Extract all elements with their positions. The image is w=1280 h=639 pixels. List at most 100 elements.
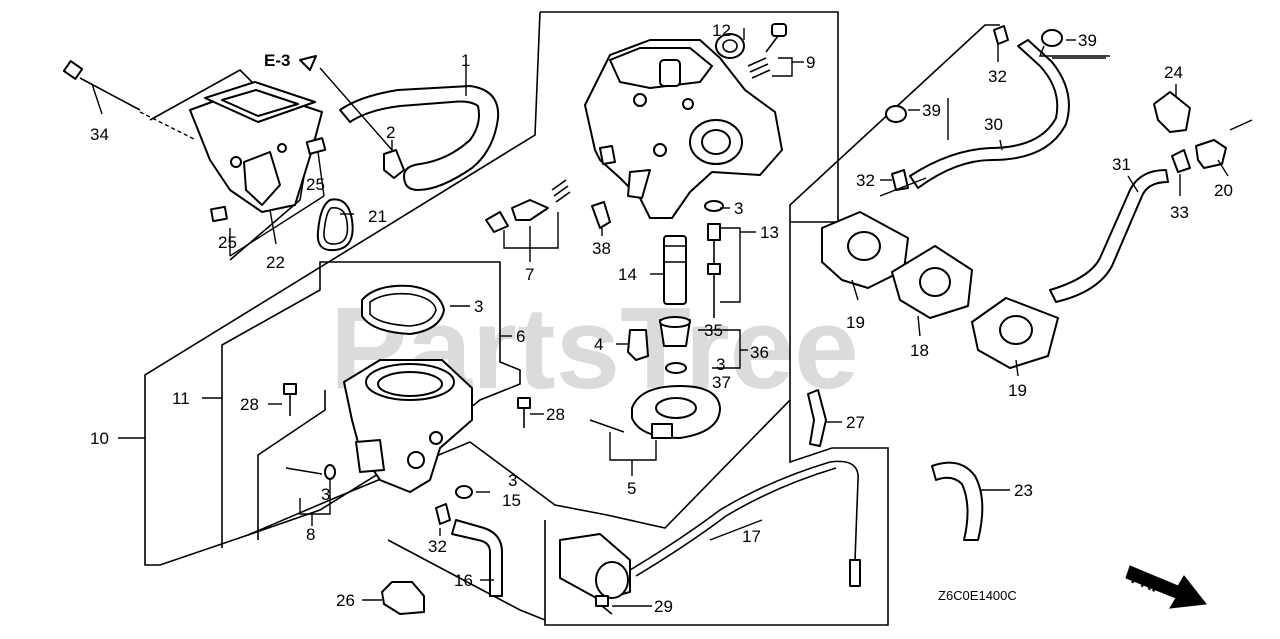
tube-30-drawing xyxy=(909,39,1070,189)
callout-24: 24 xyxy=(1164,63,1183,82)
callout-36: 36 xyxy=(750,343,769,362)
carburetor-group-outline xyxy=(144,11,839,566)
reference-label: E-3 xyxy=(264,51,290,70)
screw-9-drawing xyxy=(747,23,787,79)
oring-37-drawing xyxy=(665,362,687,374)
callout-12: 12 xyxy=(712,21,731,40)
solenoid-17-drawing xyxy=(559,460,861,601)
connector-group-outline xyxy=(387,539,546,621)
callout-39-top: 39 xyxy=(1078,31,1097,50)
callout-3-washer: 3 xyxy=(508,471,517,490)
fuel-cut-group-outline xyxy=(544,400,889,626)
chamber-subgroup-outline xyxy=(257,390,326,540)
callout-1: 1 xyxy=(461,51,470,70)
callout-32-mid: 32 xyxy=(856,171,875,190)
callout-21: 21 xyxy=(368,207,387,226)
callout-7: 7 xyxy=(525,265,534,284)
callout-10: 10 xyxy=(90,429,109,448)
callout-32-top: 32 xyxy=(988,67,1007,86)
clip-32-mid-drawing xyxy=(891,169,909,191)
nut-25-lower xyxy=(210,205,228,223)
joint-20-drawing xyxy=(1195,139,1227,169)
callout-28-left: 28 xyxy=(240,395,259,414)
callout-28-right: 28 xyxy=(546,405,565,424)
drain-tube-16-drawing xyxy=(451,519,503,597)
callout-3-drain: 3 xyxy=(321,485,330,504)
needle-valve-4-drawing xyxy=(627,329,649,361)
clip-32-lower-drawing xyxy=(435,503,451,525)
callout-18: 18 xyxy=(910,341,929,360)
callout-30: 30 xyxy=(984,115,1003,134)
callout-34: 34 xyxy=(90,125,109,144)
clip-2-drawing xyxy=(383,149,405,179)
nut-25-upper xyxy=(305,137,327,155)
callout-37: 37 xyxy=(712,373,731,392)
breather-tube-1-drawing xyxy=(339,85,500,191)
clip-32-top-drawing xyxy=(993,25,1009,45)
callout-6: 6 xyxy=(516,327,525,346)
callout-38: 38 xyxy=(592,239,611,258)
bolt-34-drawing xyxy=(62,60,197,141)
callout-4: 4 xyxy=(594,335,603,354)
tube-14-drawing xyxy=(663,235,687,305)
clamp-26-drawing xyxy=(381,581,425,615)
tube-31-drawing xyxy=(1049,169,1169,303)
callout-29: 29 xyxy=(654,597,673,616)
callout-25-lower: 25 xyxy=(218,233,237,252)
callout-15: 15 xyxy=(502,491,521,510)
callout-20: 20 xyxy=(1214,181,1233,200)
callout-3-gasket: 3 xyxy=(474,297,483,316)
callout-19-lower: 19 xyxy=(1008,381,1027,400)
screw-set-7-drawing xyxy=(485,179,571,233)
diagram-code: Z6C0E1400C xyxy=(938,588,1017,603)
screw-28-right-drawing xyxy=(517,397,531,428)
callout-13: 13 xyxy=(760,223,779,242)
float-5-drawing xyxy=(589,385,721,439)
clamp-39-mid-drawing xyxy=(885,105,907,123)
callout-25-upper: 25 xyxy=(306,175,325,194)
callout-16: 16 xyxy=(454,571,473,590)
washer-15-drawing xyxy=(455,485,473,499)
screw-29-drawing xyxy=(595,595,613,615)
leader-lines xyxy=(91,28,1253,607)
screw-28-left-drawing xyxy=(283,383,297,416)
callout-32-lower: 32 xyxy=(428,537,447,556)
part-38-drawing xyxy=(591,201,611,229)
callout-3-ring: 3 xyxy=(716,355,725,374)
insulator-18-drawing xyxy=(891,245,973,319)
callout-22: 22 xyxy=(266,253,285,272)
washer-12-drawing xyxy=(715,33,745,59)
tube-23-drawing xyxy=(931,461,984,541)
clamp-24-drawing xyxy=(1153,91,1191,133)
jet-13-drawing xyxy=(707,223,721,318)
clip-27-drawing xyxy=(807,389,827,447)
callout-19-upper: 19 xyxy=(846,313,865,332)
elbow-22-drawing xyxy=(189,81,323,213)
callout-5: 5 xyxy=(627,479,636,498)
callout-35: 35 xyxy=(704,321,723,340)
float-valve-35-drawing xyxy=(659,316,691,347)
callout-3-carb: 3 xyxy=(734,199,743,218)
insulator-19-upper-drawing xyxy=(821,211,909,289)
callout-31: 31 xyxy=(1112,155,1131,174)
drain-screw-8-drawing xyxy=(285,464,336,480)
clip-33-drawing xyxy=(1171,149,1191,173)
reference-arrow-icon xyxy=(299,55,317,71)
washer-3-a-drawing xyxy=(704,200,724,212)
callout-33: 33 xyxy=(1170,203,1189,222)
insulator-group-outline xyxy=(789,24,1000,222)
front-direction-arrow-icon xyxy=(1125,565,1207,609)
callout-11: 11 xyxy=(172,389,190,408)
clamp-39-top-drawing xyxy=(1041,29,1063,47)
callout-14: 14 xyxy=(618,265,637,284)
callout-26: 26 xyxy=(336,591,355,610)
callout-9: 9 xyxy=(806,53,815,72)
callout-23: 23 xyxy=(1014,481,1033,500)
callout-labels: 1 2 3 3 3 3 3 4 5 6 7 8 9 10 11 12 13 14… xyxy=(90,21,1233,616)
insulator-19-lower-drawing xyxy=(971,297,1059,369)
front-label: FR. xyxy=(1129,568,1162,596)
float-chamber-6-drawing xyxy=(343,359,473,493)
callout-39-mid: 39 xyxy=(922,101,941,120)
callout-17: 17 xyxy=(742,527,761,546)
